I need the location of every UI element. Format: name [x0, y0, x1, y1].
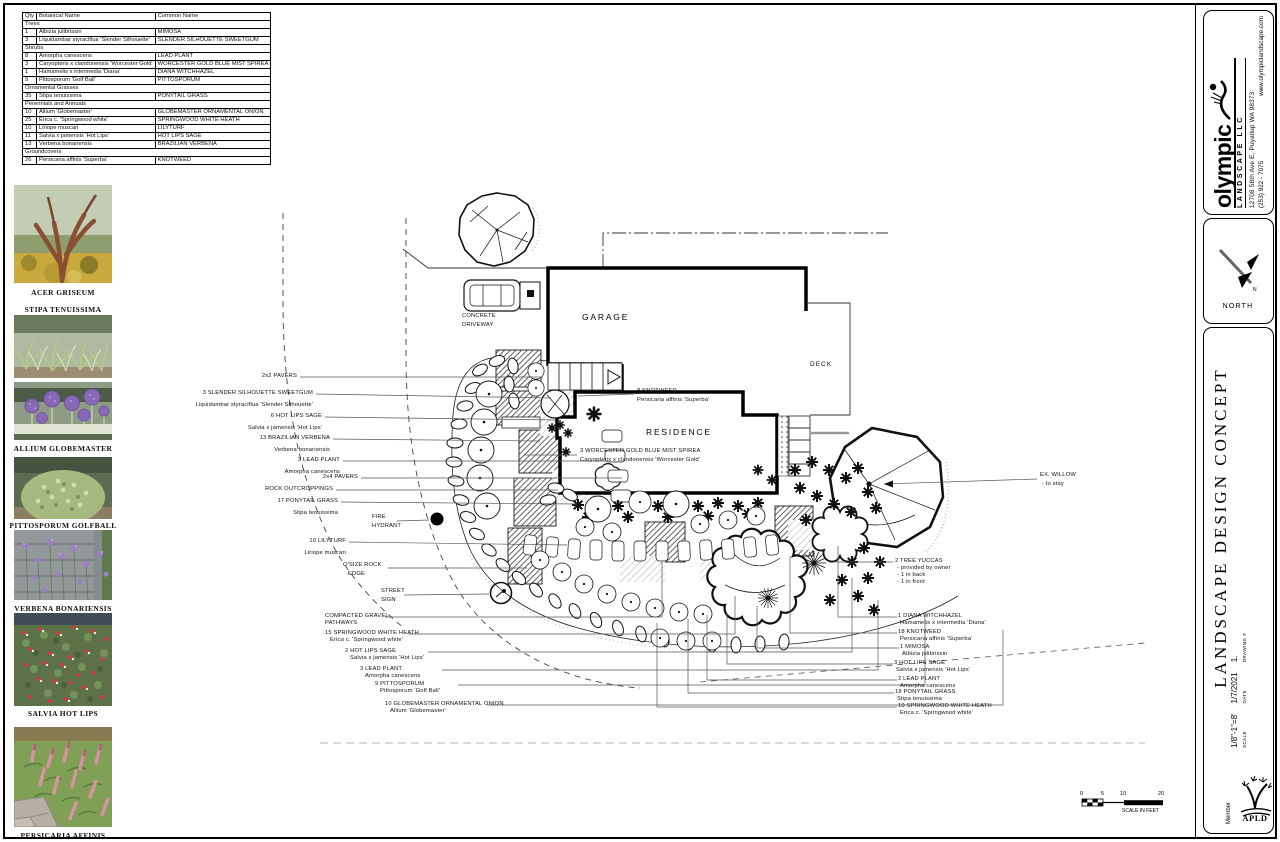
photo-stipa-tenuissima	[14, 315, 112, 378]
label-rock-outcroppings: ROCK OUTCROPPINGS	[265, 486, 333, 492]
entry-stairs	[547, 362, 623, 391]
scale-bar	[1081, 798, 1163, 807]
photo-caption: PERSICARIA AFFINIS	[20, 831, 106, 840]
entry-tree	[540, 389, 570, 419]
label-concrete-driveway: CONCRETE DRIVEWAY	[462, 313, 496, 328]
label-tree-yuccas: 2 TREE YUCCAS - provided by owner - 1 in…	[895, 558, 951, 585]
bed-edge	[451, 356, 959, 654]
photo-salvia-hot-lips	[14, 613, 112, 706]
titleblock-title-panel	[1203, 327, 1274, 834]
svg-text:N: N	[1253, 287, 1257, 293]
property-lines	[282, 213, 1146, 744]
company-name: olympic	[1210, 124, 1236, 208]
car	[463, 279, 541, 312]
north-label: NORTH	[1222, 303, 1254, 310]
scale-tick-5: 5	[1101, 791, 1105, 797]
fire-hydrant-symbol	[430, 512, 444, 526]
scale-tick-20: 20	[1158, 791, 1165, 797]
drawing-number-field: 1. DRAWING #	[1230, 632, 1247, 663]
label-garage: GARAGE	[582, 312, 630, 322]
leader-lines	[300, 376, 1038, 708]
photo-verbena-bonariensis	[14, 530, 112, 600]
willow-leader-arrowhead	[884, 480, 893, 488]
scale-tick-10: 10	[1120, 791, 1127, 797]
logo-landscape-icon	[1209, 79, 1231, 120]
photo-pittosporum-golfball	[14, 457, 112, 519]
photo-caption: SALVIA HOT LIPS	[27, 709, 99, 718]
photo-caption: ACER GRISEUM	[31, 288, 95, 297]
scale-tick-0: 0	[1080, 791, 1084, 797]
titleblock-divider	[1195, 3, 1196, 839]
label-2x4-pavers: 2x4 PAVERS	[322, 474, 358, 480]
photo-caption: VERBENA BONARIENSIS	[14, 604, 112, 613]
photo-caption: ALLIUM GLOBEMASTER	[13, 444, 113, 453]
titleblock-north-panel	[1203, 218, 1274, 324]
member-label: Member	[1226, 801, 1232, 824]
north-arrow-icon: N	[1218, 248, 1259, 293]
street-sign-symbol	[489, 581, 513, 605]
company-tagline: LANDSCAPE LLC	[1236, 58, 1246, 208]
photo-acer-griseum	[14, 185, 112, 283]
driveway-lines	[402, 248, 548, 269]
date-field: 1/7/2021 DATE	[1230, 672, 1247, 704]
apld-org-label: APLD	[1242, 813, 1268, 823]
company-phone: (253) 922 - 7075	[1258, 160, 1265, 208]
label-2x2-pavers: 2x2 PAVERS	[261, 373, 297, 379]
sheet-border	[3, 3, 1277, 839]
company-block: olympic LANDSCAPE LLC 12708 58th Ave E, …	[1208, 12, 1270, 208]
company-address: 12708 58th Ave E, Puyallup WA 98373	[1249, 91, 1256, 208]
scale-bar-caption: SCALE IN FEET	[1122, 808, 1159, 814]
titleblock-logo-panel	[1203, 10, 1274, 215]
apld-tree-icon	[1240, 775, 1273, 817]
company-logo: olympic	[1208, 58, 1236, 208]
photo-persicaria-affinis	[14, 727, 112, 827]
deck	[777, 302, 851, 477]
existing-street-tree	[458, 192, 540, 267]
scale-field: 1/8"-1"=8' SCALE	[1230, 713, 1247, 748]
label-deck: DECK	[810, 361, 833, 368]
photo-allium-globemaster	[14, 382, 112, 440]
label-residence: RESIDENCE	[646, 427, 712, 437]
titleblock-fields: 1/8"-1"=8' SCALE 1/7/2021 DATE 1. DRAWIN…	[1230, 598, 1270, 748]
photo-caption: STIPA TENUISSIMA	[24, 305, 102, 314]
label-ex-willow: EX. WILLOW- to stay	[1040, 472, 1076, 487]
company-website: www.olympiclandscape.com	[1258, 16, 1265, 96]
photo-caption: PITTOSPORUM GOLFBALL	[9, 521, 117, 530]
